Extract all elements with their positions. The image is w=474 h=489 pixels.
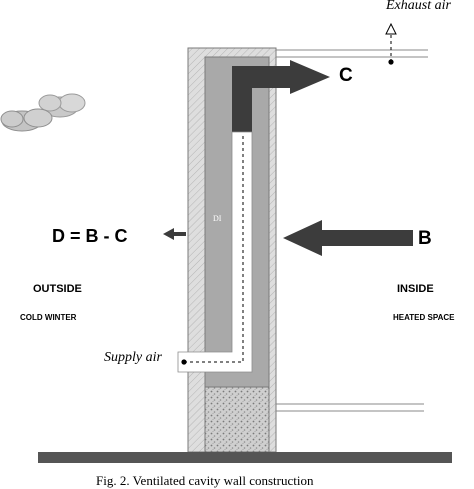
supply-air-dot xyxy=(181,359,187,365)
wall-code-label: DI xyxy=(213,214,222,223)
inside-label: INSIDE xyxy=(397,283,434,295)
supply-air-label: Supply air xyxy=(104,350,162,365)
supply-air-path xyxy=(184,136,244,363)
exhaust-air-dot xyxy=(388,59,394,65)
outside-label: OUTSIDE xyxy=(33,283,82,295)
arrow-c-label: C xyxy=(339,65,353,86)
wall-base-gravel xyxy=(204,386,270,453)
ground xyxy=(38,452,452,463)
heated-space-label: HEATED SPACE xyxy=(393,313,455,322)
arrow-d xyxy=(163,228,186,240)
equation-label: D = B - C xyxy=(52,226,128,246)
arrow-c xyxy=(252,60,330,94)
arrow-b xyxy=(283,220,413,256)
arrow-b-label: B xyxy=(418,228,432,249)
supply-duct xyxy=(177,131,253,373)
cold-winter-label: COLD WINTER xyxy=(20,313,77,322)
ceiling-lines xyxy=(276,49,428,58)
exhaust-air-label: Exhaust air xyxy=(386,0,451,13)
floor-lines xyxy=(276,403,424,412)
exhaust-arrow-head xyxy=(385,22,397,35)
figure-caption: Fig. 2. Ventilated cavity wall construct… xyxy=(96,473,314,488)
clouds-icon xyxy=(0,93,86,132)
